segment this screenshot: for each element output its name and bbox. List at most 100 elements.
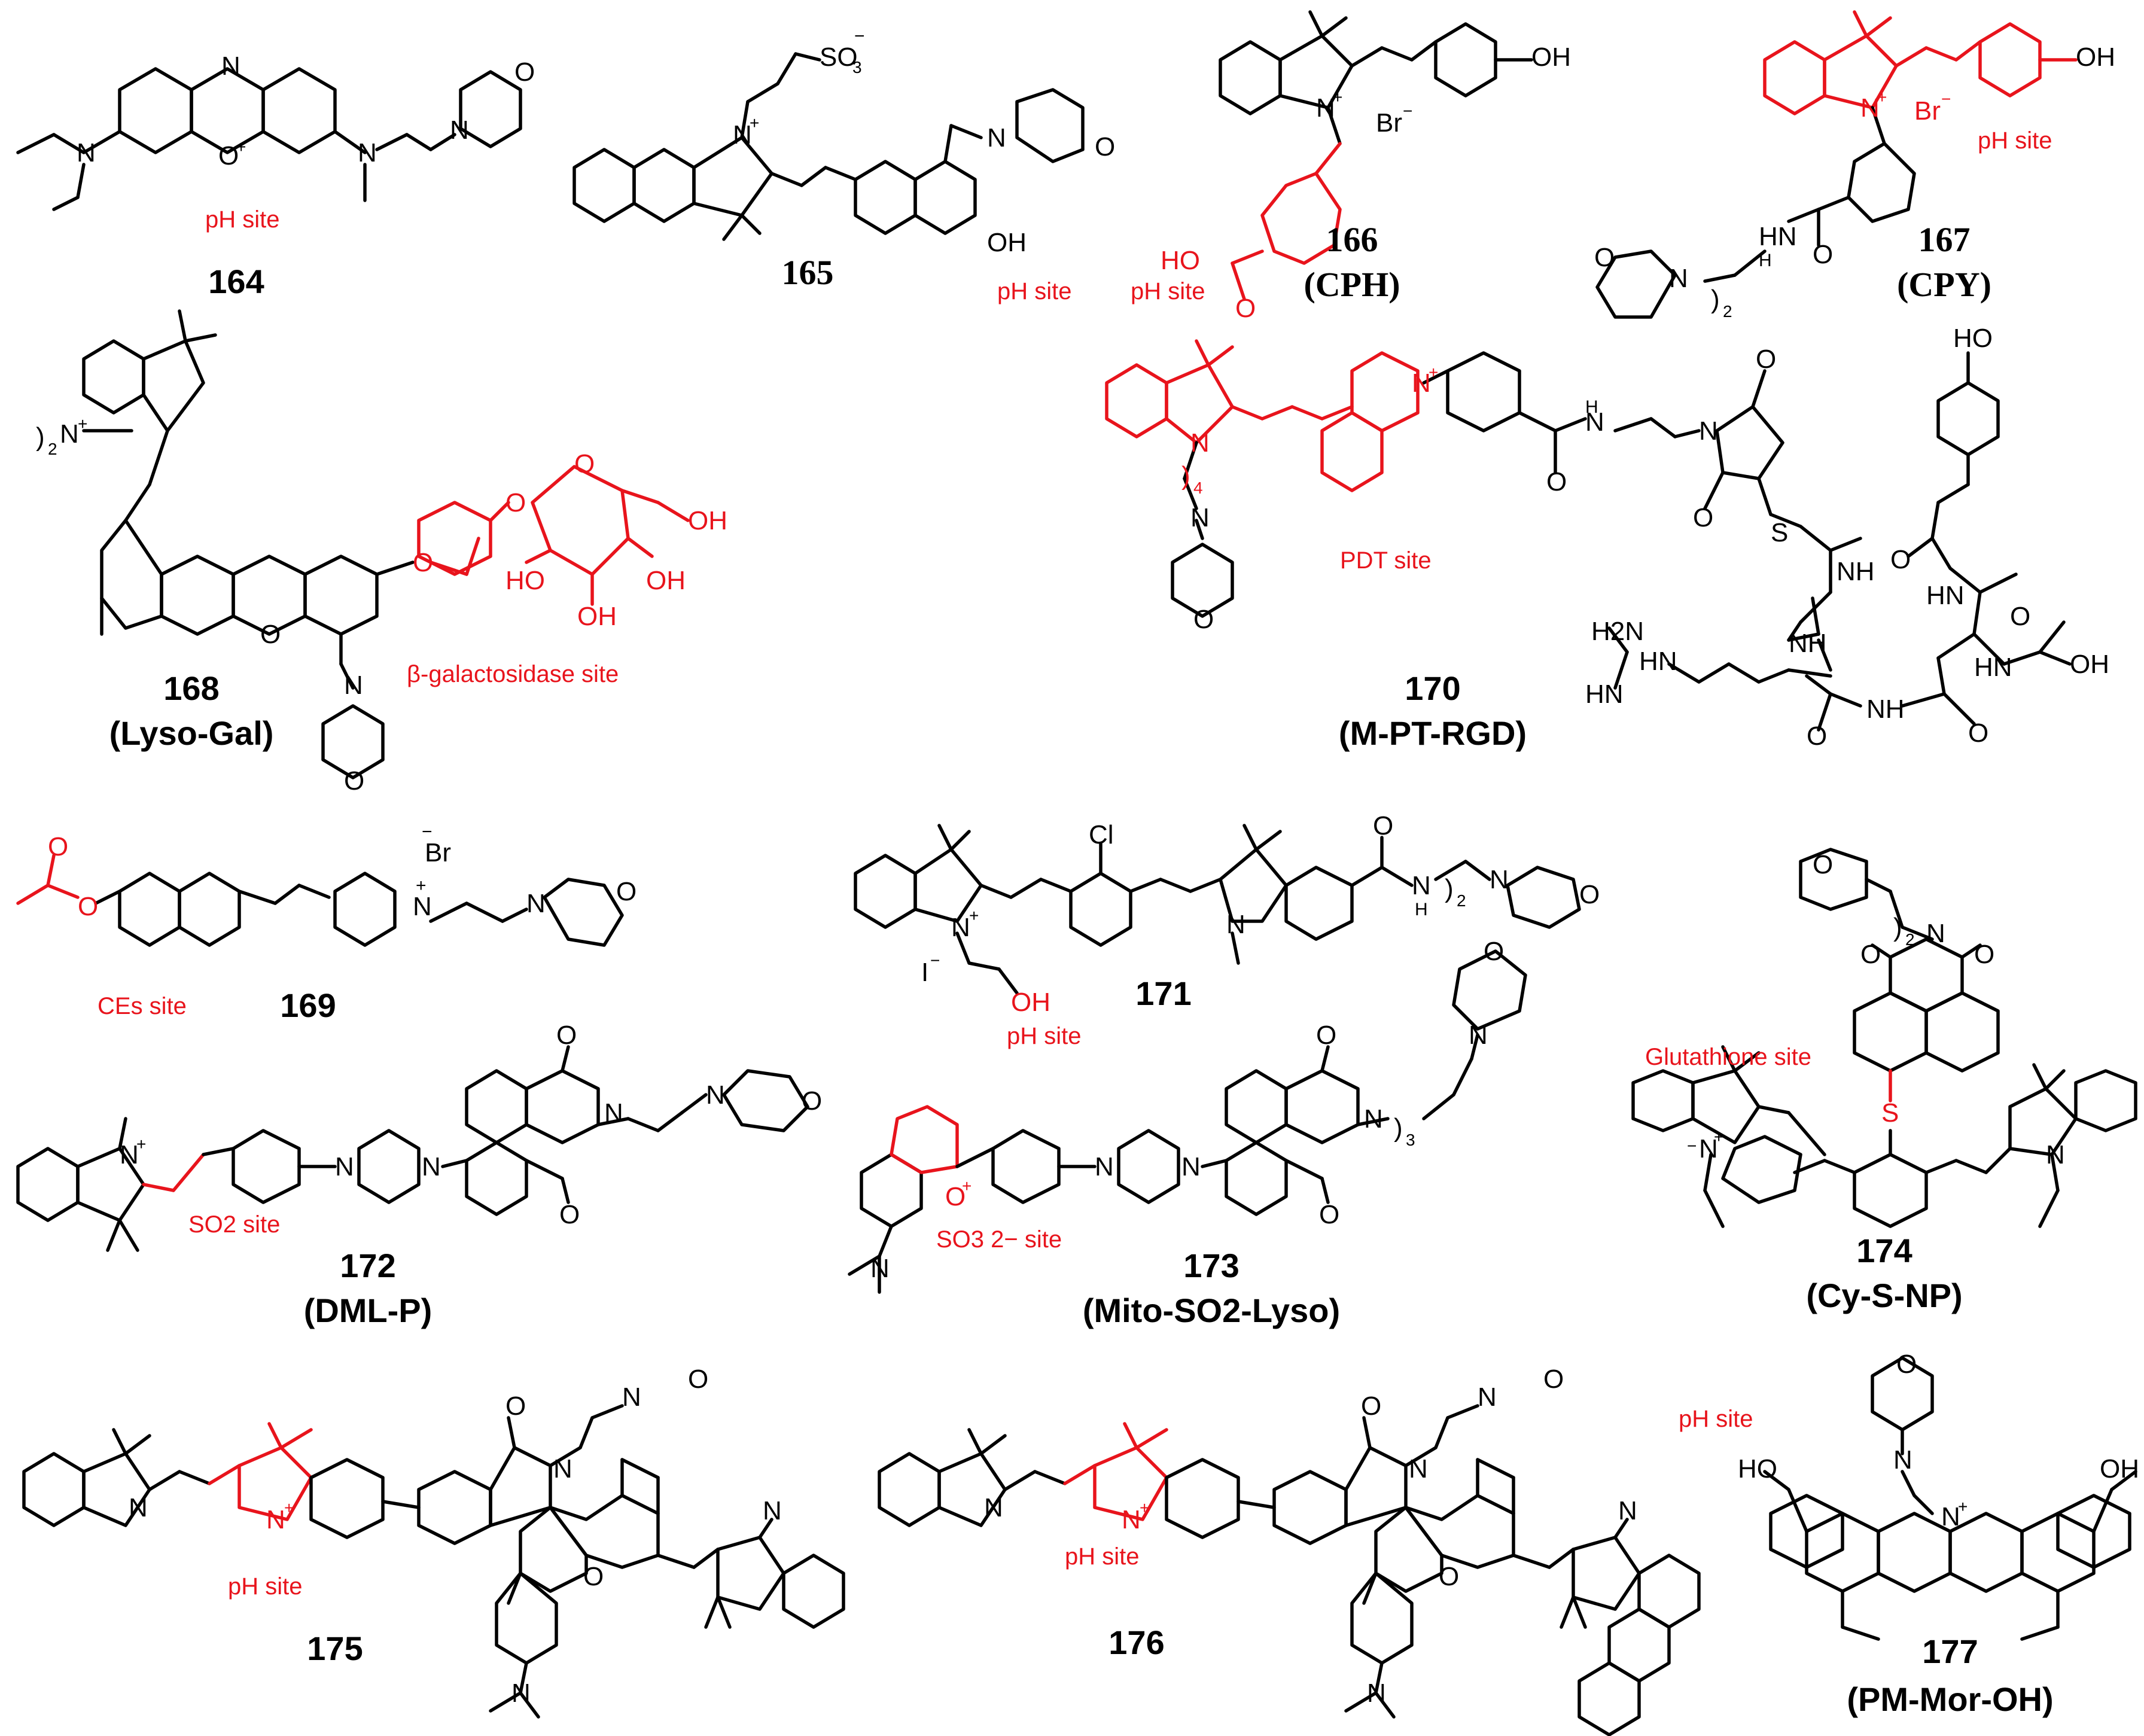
svg-text:+: + bbox=[236, 138, 246, 156]
svg-text:OH: OH bbox=[987, 228, 1027, 257]
svg-text:2: 2 bbox=[1905, 930, 1915, 949]
compound-166-structure: N+ Br− OH HO O bbox=[1161, 10, 1571, 323]
svg-text:OH: OH bbox=[2076, 42, 2115, 72]
svg-text:HN: HN bbox=[1974, 653, 2012, 682]
svg-text:HO: HO bbox=[1953, 324, 1993, 353]
svg-text:O: O bbox=[688, 1365, 708, 1394]
compound-172-name: (DML-P) bbox=[304, 1292, 433, 1329]
svg-text:N: N bbox=[77, 138, 96, 167]
svg-text:HO: HO bbox=[1738, 1454, 1777, 1484]
svg-text:O: O bbox=[1594, 243, 1615, 272]
compound-173-structure: O+ N N N O O N )3 N O bbox=[848, 937, 1527, 1294]
svg-text:S: S bbox=[1881, 1098, 1899, 1128]
compound-175-label: 175 bbox=[307, 1630, 363, 1667]
compound-168-name: (Lyso-Gal) bbox=[109, 714, 274, 752]
compound-167-structure: N+ Br− OH HN H O N )2 O bbox=[1594, 10, 2115, 321]
compound-172-site: SO2 site bbox=[188, 1211, 280, 1238]
svg-text:N: N bbox=[1367, 1679, 1386, 1708]
svg-text:2: 2 bbox=[1723, 302, 1732, 321]
svg-text:): ) bbox=[36, 422, 45, 452]
svg-text:O: O bbox=[413, 548, 433, 577]
svg-text:O: O bbox=[1807, 721, 1827, 751]
svg-text:O: O bbox=[505, 488, 526, 517]
compound-165-site: pH site bbox=[997, 278, 1072, 304]
compound-164-structure: N N O+ N N O bbox=[16, 51, 535, 211]
svg-text:N: N bbox=[344, 671, 363, 700]
svg-text:O: O bbox=[505, 1391, 526, 1421]
svg-text:N: N bbox=[129, 1493, 148, 1522]
svg-text:I: I bbox=[921, 958, 928, 987]
compound-177-name: (PM-Mor-OH) bbox=[1847, 1680, 2053, 1718]
svg-text:+: + bbox=[969, 906, 979, 925]
compound-174-structure: O N )2 O O S N+− N bbox=[1631, 848, 2137, 1228]
compound-167-name: (CPY) bbox=[1897, 265, 1991, 304]
svg-text:O: O bbox=[1974, 940, 1994, 969]
compound-172-label: 172 bbox=[340, 1247, 395, 1284]
svg-text:4: 4 bbox=[1193, 479, 1203, 497]
svg-text:SO: SO bbox=[820, 42, 858, 72]
svg-text:O: O bbox=[616, 877, 636, 906]
compound-170-site: PDT site bbox=[1340, 547, 1432, 574]
svg-text:O: O bbox=[514, 57, 535, 87]
svg-text:N: N bbox=[2046, 1140, 2065, 1169]
compound-177-site: pH site bbox=[1679, 1406, 1753, 1432]
svg-text:3: 3 bbox=[852, 58, 862, 77]
compound-177-label: 177 bbox=[1922, 1633, 1978, 1670]
svg-text:O: O bbox=[1693, 503, 1713, 532]
svg-text:O: O bbox=[1361, 1391, 1381, 1421]
svg-text:HN: HN bbox=[1585, 680, 1624, 709]
svg-text:N: N bbox=[450, 115, 469, 145]
svg-text:O: O bbox=[1543, 1365, 1564, 1394]
svg-text:O: O bbox=[1484, 937, 1504, 966]
compound-168-label: 168 bbox=[163, 669, 219, 707]
svg-text:O: O bbox=[1579, 880, 1600, 909]
svg-text:N: N bbox=[120, 1140, 139, 1169]
svg-text:N: N bbox=[987, 123, 1006, 153]
svg-text:O: O bbox=[1860, 940, 1881, 969]
svg-text:Br: Br bbox=[1914, 96, 1941, 126]
svg-text:OH: OH bbox=[1531, 42, 1571, 72]
svg-text:O: O bbox=[574, 449, 595, 479]
svg-text:Br: Br bbox=[1376, 108, 1402, 138]
svg-text:O: O bbox=[1319, 1200, 1339, 1229]
compound-166-site: pH site bbox=[1131, 278, 1205, 304]
svg-text:N: N bbox=[413, 892, 432, 921]
compound-170-structure: N+ N )4 N O O NH N O O S NH O HN HO O OH… bbox=[1105, 324, 2109, 751]
svg-text:H: H bbox=[1759, 251, 1772, 270]
svg-text:N: N bbox=[870, 1254, 890, 1283]
svg-text:N: N bbox=[1860, 93, 1880, 123]
svg-text:N: N bbox=[1412, 871, 1431, 900]
compound-172-structure: N+ N N O O N N O bbox=[16, 1021, 822, 1252]
svg-text:N: N bbox=[511, 1679, 531, 1708]
svg-text:N: N bbox=[622, 1382, 641, 1412]
svg-text:O: O bbox=[1316, 1021, 1336, 1050]
svg-text:−: − bbox=[930, 951, 940, 970]
svg-text:N: N bbox=[1893, 1445, 1912, 1475]
svg-text:N: N bbox=[1478, 1382, 1497, 1412]
svg-text:O: O bbox=[1756, 345, 1776, 374]
svg-text:HO: HO bbox=[505, 566, 545, 595]
svg-text:HN: HN bbox=[1759, 222, 1797, 251]
svg-text:O: O bbox=[559, 1200, 580, 1229]
svg-text:N: N bbox=[526, 889, 546, 918]
svg-text:N: N bbox=[951, 913, 970, 942]
svg-text:Cl: Cl bbox=[1089, 820, 1114, 849]
compound-168-site: β-galactosidase site bbox=[407, 661, 619, 687]
svg-text:+: + bbox=[1714, 1128, 1723, 1146]
svg-text:O: O bbox=[945, 1182, 966, 1211]
svg-text:): ) bbox=[1711, 285, 1720, 314]
svg-text:H: H bbox=[1585, 397, 1598, 417]
svg-text:HN: HN bbox=[1639, 647, 1677, 676]
compound-175-structure: N N+ O N N O O N N bbox=[22, 1365, 845, 1719]
compound-175-site: pH site bbox=[228, 1573, 303, 1600]
compound-166-name: (CPH) bbox=[1304, 265, 1400, 304]
svg-text:N: N bbox=[1095, 1152, 1114, 1181]
svg-text:Br: Br bbox=[425, 838, 451, 867]
svg-text:O: O bbox=[1813, 240, 1833, 269]
compound-165-structure: N+ SO3− N O OH bbox=[572, 26, 1115, 257]
svg-text:HN: HN bbox=[1926, 581, 1965, 610]
svg-text:HO: HO bbox=[1161, 246, 1200, 275]
svg-text:O: O bbox=[2010, 602, 2030, 631]
svg-text:N: N bbox=[1226, 910, 1245, 939]
